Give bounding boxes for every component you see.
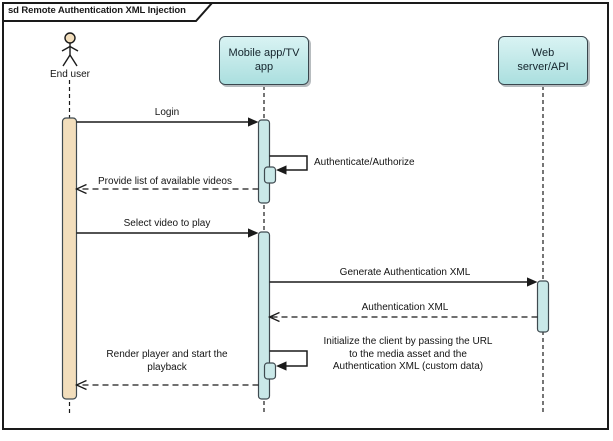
message-initialize-client-self[interactable] — [269, 350, 308, 371]
arrowhead-sync — [248, 228, 259, 238]
actor-leg-right — [69, 54, 78, 67]
actor-end-user-label: End user — [49, 69, 91, 80]
arrowhead-open — [267, 311, 280, 323]
arrowhead-open — [74, 379, 87, 391]
message-render-player-label: Render player and start the playback — [87, 349, 247, 374]
message-initialize-client-label-line2: to the media asset and the — [349, 348, 467, 360]
message-authentication-xml[interactable] — [267, 311, 538, 323]
message-render-player-label-line2: playback — [147, 361, 187, 373]
message-initialize-client-label: Initialize the client by passing the URL… — [311, 336, 505, 374]
actor-end-user[interactable] — [61, 32, 79, 67]
participant-mobile-app-label: Mobile app/TV app — [228, 46, 300, 73]
diagram-title: sd Remote Authentication XML Injection — [8, 5, 186, 16]
arrowhead-sync — [248, 117, 259, 127]
title-pentagon — [2, 2, 215, 22]
arrowhead-sync — [276, 165, 287, 175]
actor-arm-left — [61, 45, 71, 52]
message-initialize-client-label-line1: Initialize the client by passing the URL — [323, 336, 493, 347]
participant-web-server-label: Web server/API — [517, 46, 569, 73]
diagram-frame — [2, 2, 609, 430]
message-provide-list[interactable] — [74, 183, 259, 195]
message-authentication-xml-label: Authentication XML — [361, 302, 449, 313]
message-render-player[interactable] — [74, 379, 259, 391]
message-login-label: Login — [154, 107, 180, 118]
participant-mobile-app[interactable]: Mobile app/TV app — [219, 36, 309, 85]
message-provide-list-label: Provide list of available videos — [98, 176, 232, 187]
activation-mobile-nested-1[interactable] — [263, 166, 277, 184]
message-authenticate-label: Authenticate/Authorize — [314, 157, 415, 168]
message-select-video[interactable] — [76, 228, 259, 238]
activation-mobile-1[interactable] — [257, 119, 271, 204]
message-initialize-client-label-line3: Authentication XML (custom data) — [332, 361, 484, 372]
message-select-video-label: Select video to play — [123, 218, 211, 229]
message-generate-xml[interactable] — [269, 277, 538, 287]
arrowhead-sync — [276, 361, 287, 371]
message-render-player-label-line1: Render player and start the — [106, 349, 228, 360]
participant-web-server[interactable]: Web server/API — [498, 36, 588, 85]
activation-mobile-nested-2[interactable] — [263, 362, 277, 380]
activation-web-server[interactable] — [536, 280, 550, 333]
arrowhead-sync — [527, 277, 538, 287]
activation-end-user[interactable] — [61, 117, 78, 400]
message-generate-xml-label: Generate Authentication XML — [339, 267, 471, 278]
message-authenticate-self[interactable] — [269, 155, 308, 175]
actor-leg-left — [62, 54, 71, 67]
activation-mobile-2[interactable] — [257, 231, 271, 400]
actor-head — [64, 32, 76, 44]
message-login[interactable] — [76, 117, 259, 127]
arrowhead-open — [74, 183, 87, 195]
actor-arm-right — [69, 45, 79, 52]
